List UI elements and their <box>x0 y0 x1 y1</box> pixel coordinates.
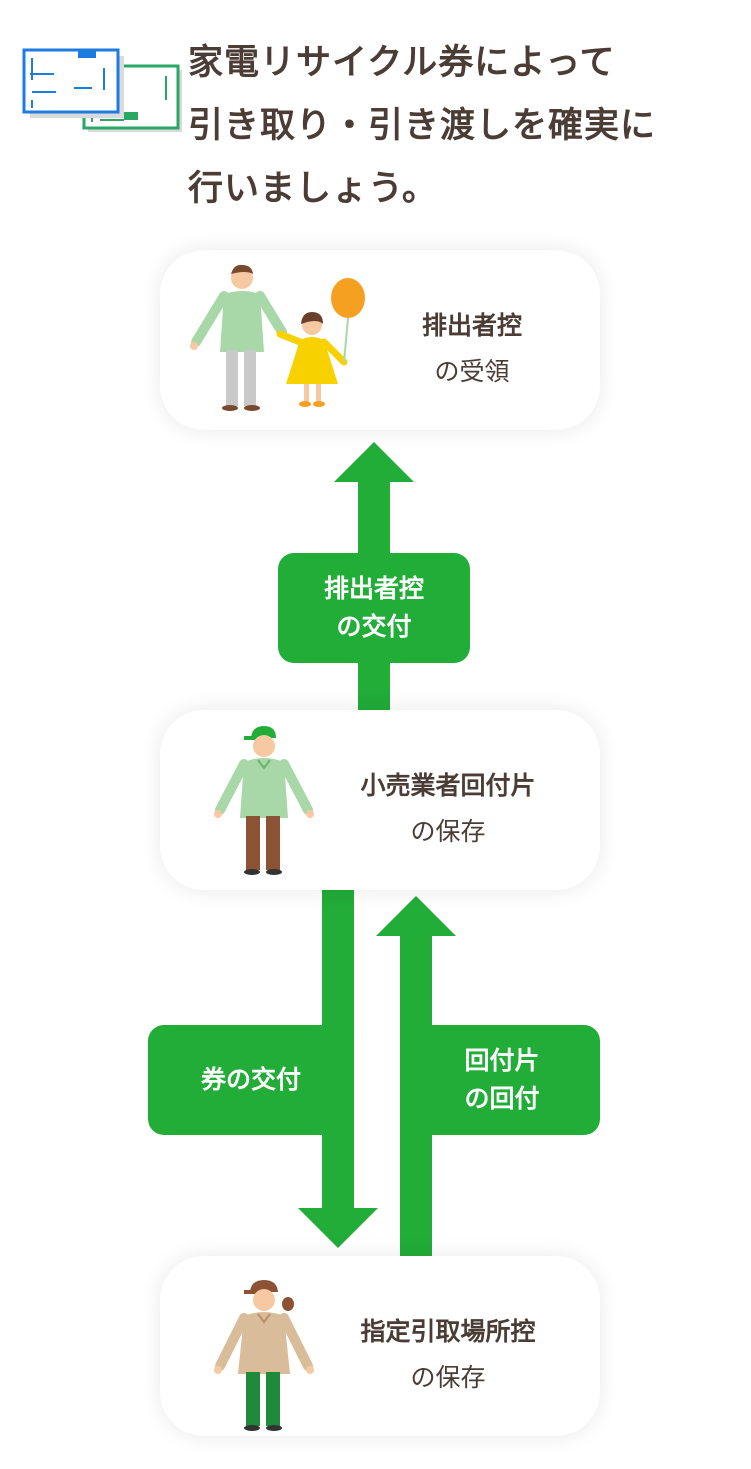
header-line-3: 行いましょう。 <box>188 169 438 209</box>
card-collection-subtitle: の保存 <box>410 1363 486 1392</box>
family-icon <box>190 264 365 411</box>
badge-return: 回付片 の回付 <box>404 1025 600 1135</box>
card-retailer-subtitle: の保存 <box>410 817 486 846</box>
card-collection-title: 指定引取場所控 <box>360 1317 536 1346</box>
retailer-person-icon <box>214 726 314 875</box>
documents-icon <box>22 48 182 132</box>
card-discharger-label: 排出者控 の受領 <box>392 306 552 388</box>
card-discharger: 排出者控 の受領 <box>160 250 600 430</box>
card-retailer-title: 小売業者回付片 <box>360 771 536 800</box>
card-collection: 指定引取場所控 の保存 <box>160 1256 600 1436</box>
card-collection-label: 指定引取場所控 の保存 <box>330 1312 566 1394</box>
card-discharger-title: 排出者控 <box>421 311 522 340</box>
badge-discharger-delivery-line2: の交付 <box>336 612 412 641</box>
badge-ticket-delivery-line1: 券の交付 <box>200 1065 301 1094</box>
card-retailer-label: 小売業者回付片 の保存 <box>330 766 566 848</box>
badge-discharger-delivery-line1: 排出者控 <box>323 574 424 603</box>
badge-discharger-delivery: 排出者控 の交付 <box>278 553 470 663</box>
badge-return-line1: 回付片 <box>464 1046 540 1075</box>
header-line-1: 家電リサイクル券によって <box>188 43 616 83</box>
card-discharger-subtitle: の受領 <box>434 357 510 386</box>
header-line-2: 引き取り・引き渡しを確実に <box>188 106 657 146</box>
collection-staff-icon <box>214 1280 314 1431</box>
badge-ticket-delivery: 券の交付 <box>148 1025 354 1135</box>
card-retailer: 小売業者回付片 の保存 <box>160 710 600 890</box>
badge-return-line2: の回付 <box>464 1084 540 1113</box>
